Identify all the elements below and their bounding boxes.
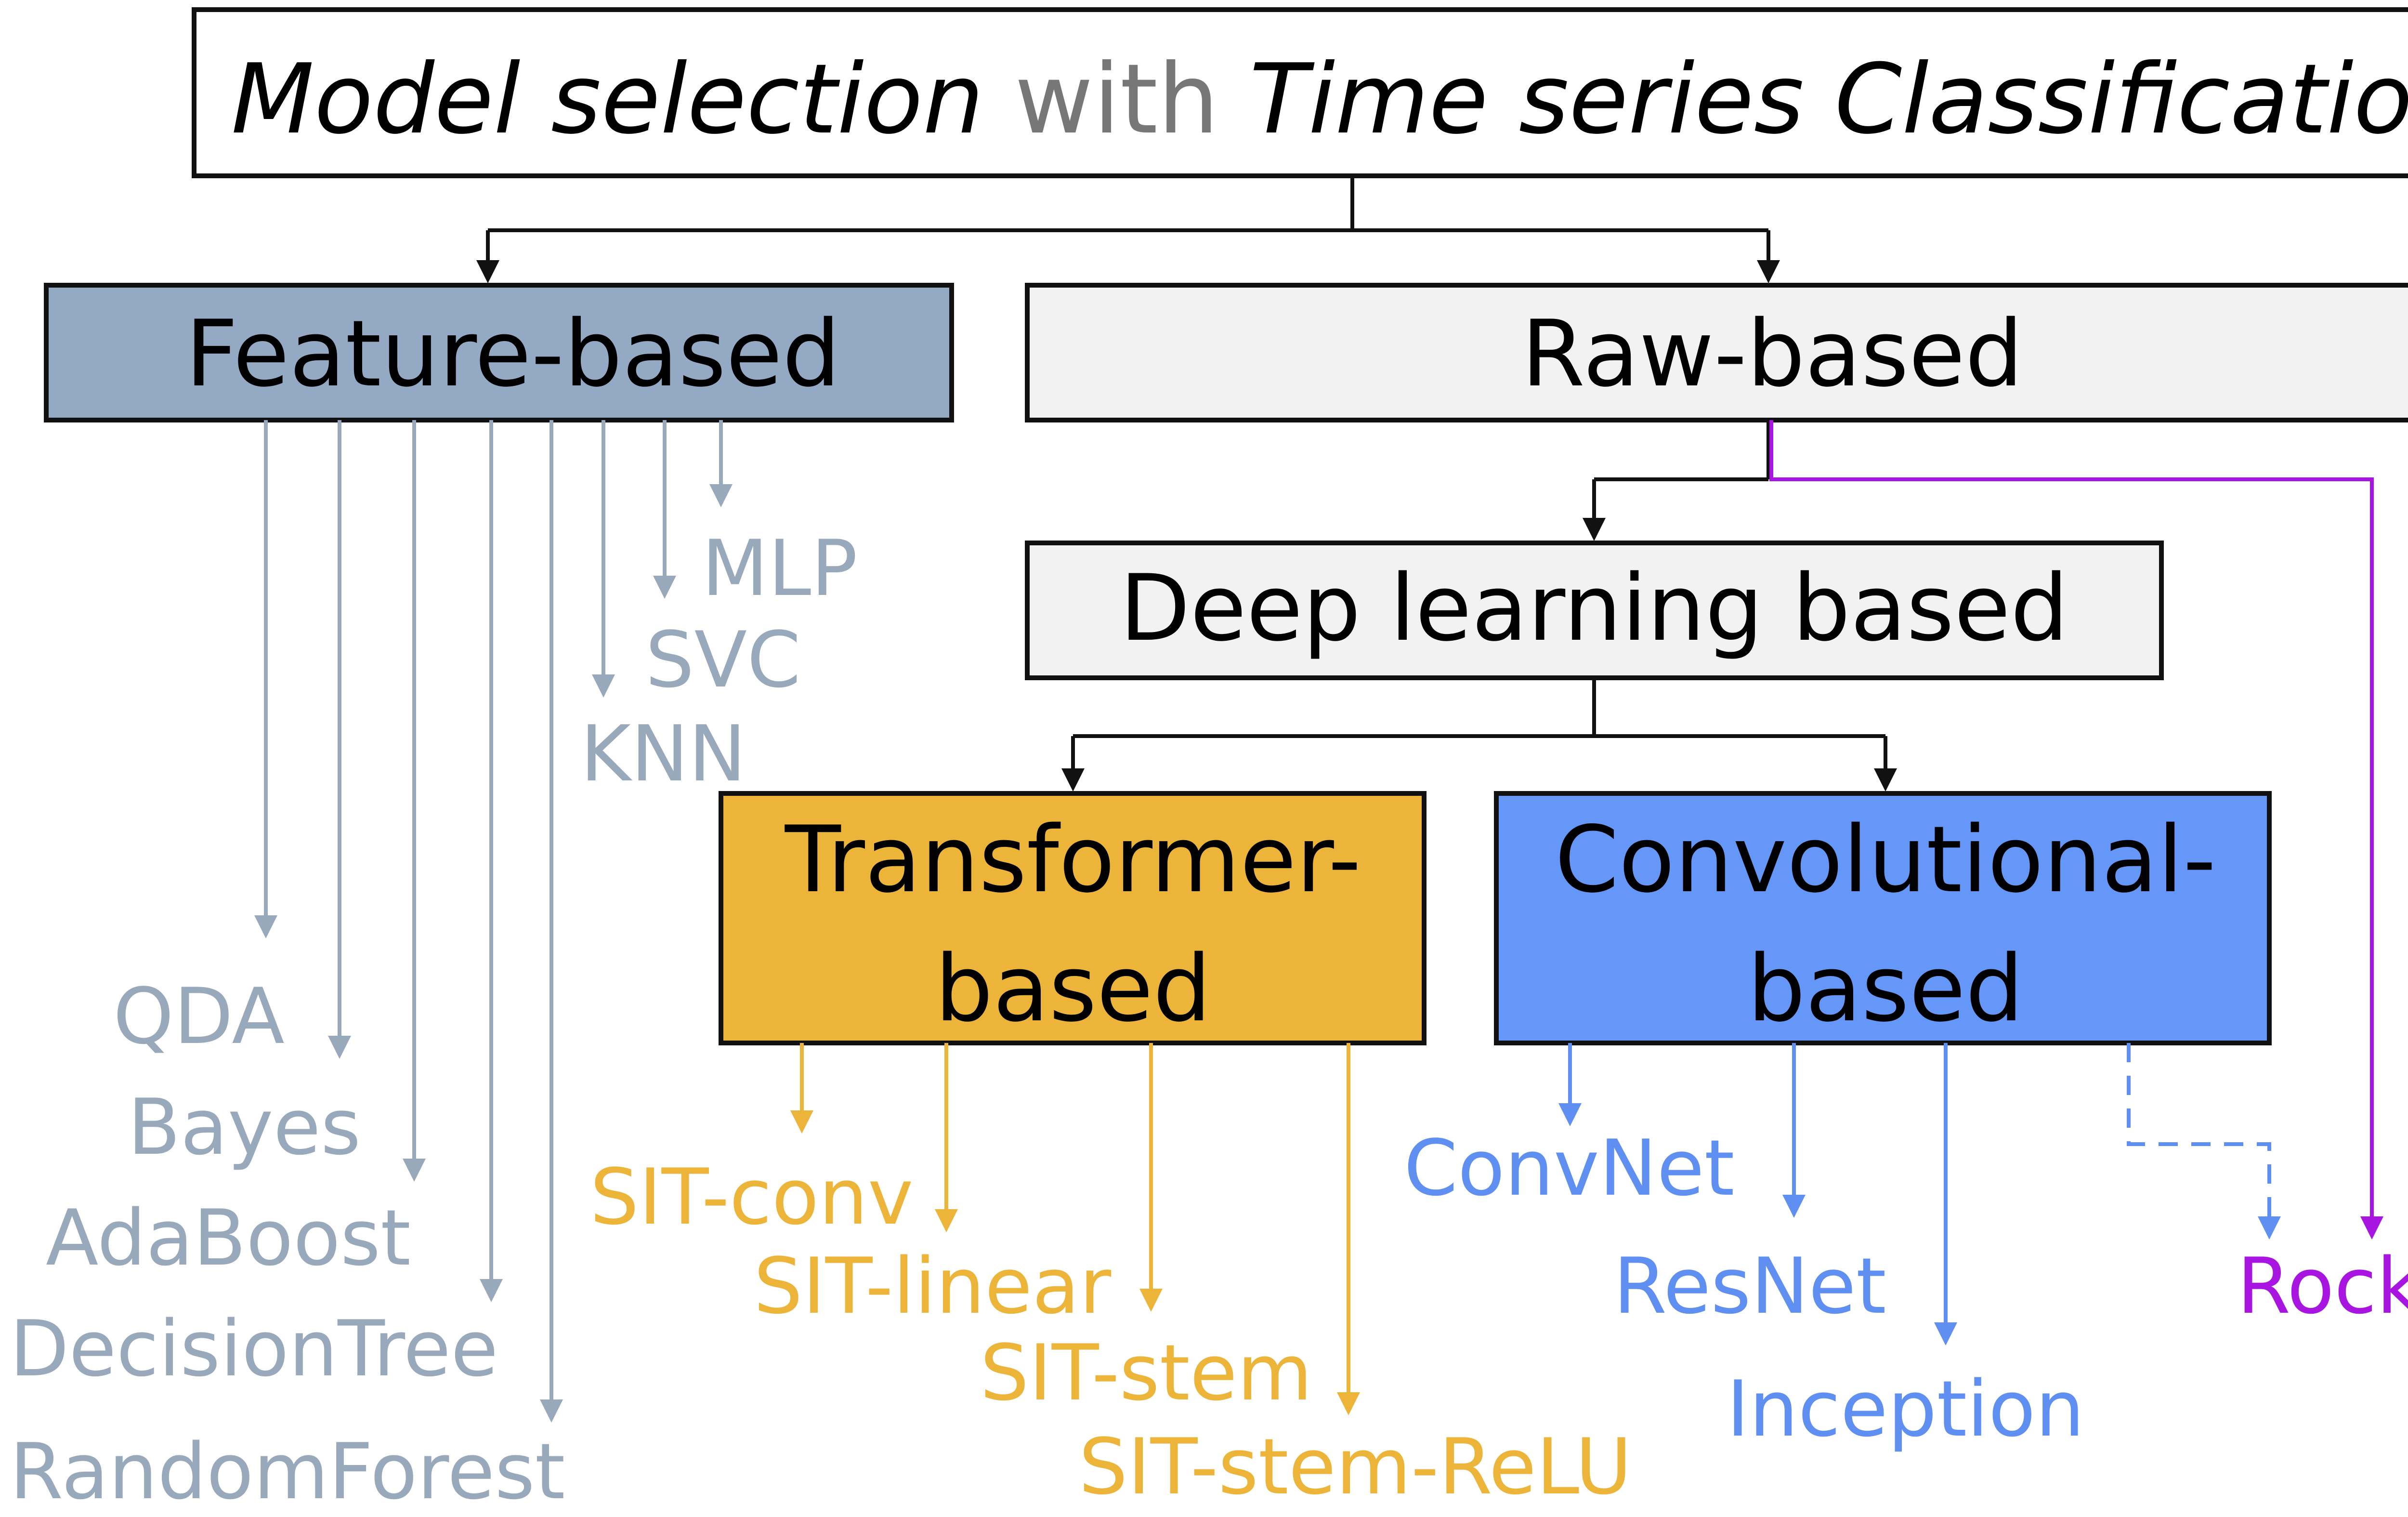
title-part-2: with: [1015, 43, 1219, 156]
model-label-adaboost: AdaBoost: [46, 1193, 411, 1283]
deep-learning-label: Deep learning based: [1120, 555, 2068, 661]
convolutional-based-label-1: Convolutional-: [1555, 806, 2216, 913]
model-label-inception: Inception: [1727, 1364, 2084, 1454]
title-part-3: Time series Classification: [1249, 43, 2408, 156]
raw-based-box: [1025, 283, 2408, 422]
model-label-sit-stem: SIT-stem: [980, 1328, 1312, 1418]
title-part-1: Model selection: [231, 43, 984, 156]
arrow-raw-to-rocket: [1769, 420, 2383, 1240]
transformer-based-label-1: Transformer-: [785, 806, 1361, 913]
model-label-knn: KNN: [580, 709, 746, 799]
feature-model-arrows: [254, 420, 733, 1423]
model-label-randomforest: RandomForest: [10, 1426, 565, 1517]
feature-based-box: [44, 283, 954, 422]
model-label-qda: QDA: [113, 971, 285, 1061]
transformer-model-arrows: [790, 1043, 1360, 1415]
model-label-sit-conv: SIT-conv: [590, 1152, 913, 1242]
transformer-based-box: [719, 791, 1426, 1045]
feature-model-labels: MLP SVC KNN QDA Bayes AdaBoost DecisionT…: [10, 523, 858, 1517]
model-label-sit-linear: SIT-linear: [754, 1241, 1111, 1331]
raw-connectors: [1583, 420, 2383, 1240]
dashed-arrow-to-rocket: [2127, 1043, 2281, 1240]
feature-based-label: Feature-based: [185, 301, 840, 407]
convolutional-model-arrows: [1558, 1043, 2281, 1346]
deep-learning-connectors: [1061, 678, 1897, 791]
model-label-svc: SVC: [645, 615, 801, 705]
title-box: [192, 7, 2408, 178]
convolutional-model-labels: ConvNet ResNet Inception: [1404, 1123, 2084, 1454]
model-label-convnet: ConvNet: [1404, 1123, 1735, 1213]
model-label-bayes: Bayes: [128, 1082, 361, 1172]
model-label-resnet: ResNet: [1613, 1241, 1886, 1331]
model-label-rocket: Rocket: [2237, 1241, 2408, 1331]
transformer-based-label-2: based: [935, 936, 1211, 1042]
transformer-model-labels: SIT-conv SIT-linear SIT-stem SIT-stem-Re…: [590, 1152, 1632, 1512]
model-label-sit-stem-relu: SIT-stem-ReLU: [1079, 1422, 1632, 1512]
diagram-title: Model selection with Time series Classif…: [231, 43, 2408, 156]
convolutional-based-label-2: based: [1747, 936, 2024, 1042]
model-label-mlp: MLP: [702, 523, 858, 613]
convolutional-based-box: [1494, 791, 2272, 1045]
raw-based-label: Raw-based: [1521, 301, 2023, 407]
model-label-decisiontree: DecisionTree: [10, 1304, 498, 1394]
top-connectors: [476, 176, 1780, 283]
